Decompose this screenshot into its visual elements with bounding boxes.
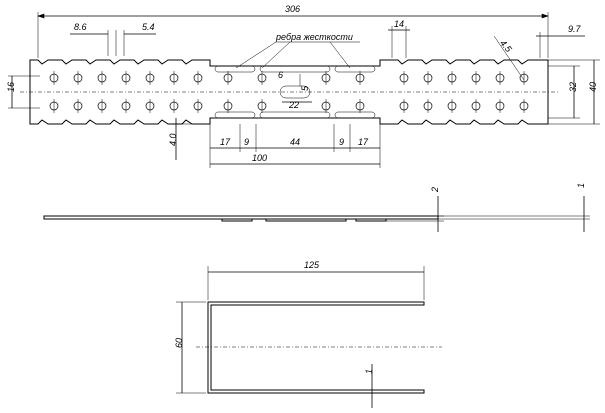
dim-overall-length: 306: [285, 4, 300, 14]
dim-seg-2: 9: [244, 137, 249, 147]
dim-slot-width: 6: [278, 70, 283, 80]
dim-row-spacing: 16: [6, 82, 16, 92]
top-view: 306 8.6 5.4 14 9.7 4.5 ребра жесткости 6…: [6, 4, 600, 168]
dim-slot-length: 22: [288, 100, 299, 110]
holes-row-bottom: [49, 99, 529, 113]
dim-rib-height: 2: [430, 187, 440, 193]
dim-leg-length: 125: [304, 260, 320, 270]
dim-plate-width-inner: 32: [568, 82, 578, 92]
plate-outline: [29, 59, 549, 125]
rib-slot-left: [214, 65, 256, 73]
rib-bump-right: [355, 218, 387, 222]
dim-plate-width: 40: [588, 82, 598, 92]
dim-bent-thickness: 1: [364, 369, 374, 374]
dim-hole-pitch-a: 8.6: [74, 22, 87, 32]
dim-seg-3: 44: [290, 137, 300, 147]
dim-hole-pitch-b: 5.4: [142, 22, 155, 32]
rib-slot-bottom-mid: [259, 111, 331, 119]
rib-bump-left: [221, 218, 253, 222]
center-slot: [279, 85, 311, 99]
dim-rib-total: 100: [252, 153, 267, 163]
dim-seg-1: 17: [220, 137, 231, 147]
dim-hole-diameter: 4.5: [498, 38, 514, 55]
rib-note: ребра жесткости: [275, 32, 353, 42]
dim-end-offset: 9.7: [568, 24, 582, 34]
dim-rib-width: 14: [394, 19, 404, 29]
holes-row-top: [49, 71, 529, 85]
dim-side-thickness: 1: [576, 183, 586, 188]
u-profile: [207, 301, 425, 394]
dim-seg-4: 9: [339, 137, 344, 147]
rib-slot-bottom-right: [334, 111, 376, 119]
dim-edge-offset: 4.0: [168, 133, 178, 146]
dim-bent-height: 60: [174, 338, 184, 348]
dim-slot-offset: 5: [300, 85, 310, 91]
side-view: 2 1: [43, 183, 590, 232]
rib-slot-right: [334, 65, 376, 73]
bent-view: 125 60 1: [174, 260, 442, 408]
rib-slot-bottom-left: [214, 111, 256, 119]
rib-bump-mid: [265, 218, 347, 222]
rib-slot-mid: [259, 65, 331, 73]
dim-seg-5: 17: [358, 137, 369, 147]
